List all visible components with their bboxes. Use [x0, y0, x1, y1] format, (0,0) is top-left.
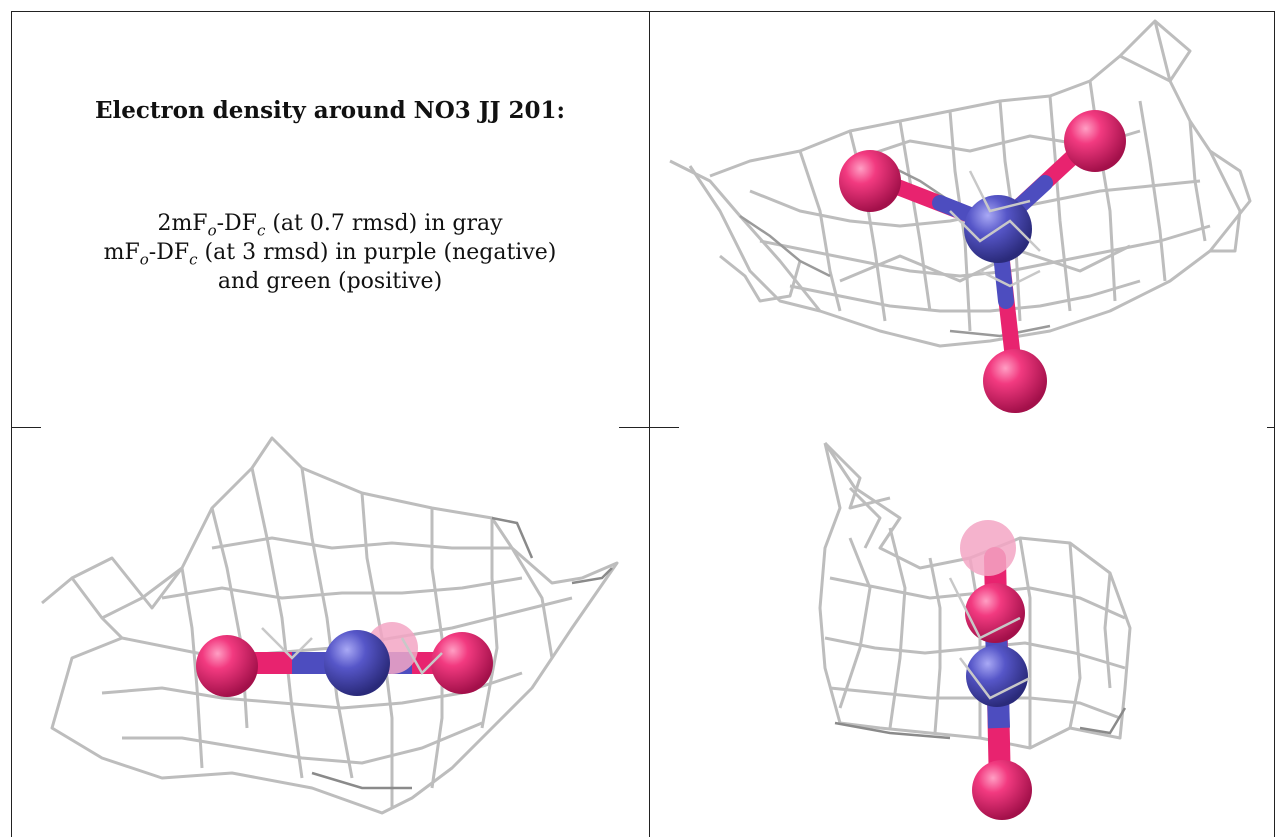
figure-table: Electron density around NO3 JJ 201: 2mFo… — [11, 11, 1275, 837]
oxygen-atom-left — [196, 635, 258, 697]
caption-line-mfo: mFo-DFc (at 3 rmsd) in purple (negative) — [103, 240, 557, 269]
density-mesh-bottom-left — [41, 436, 619, 815]
oxygen-atom-1 — [839, 150, 901, 212]
border-row-divider-mid — [619, 427, 679, 428]
oxygen-atom-2 — [1064, 110, 1126, 172]
density-mesh-front-top-right — [949, 170, 1041, 288]
no3-model-bottom-left — [196, 622, 493, 697]
molecule-view-bottom-left — [12, 428, 649, 837]
molecule-view-top-right — [650, 11, 1274, 427]
caption-body: 2mFo-DFc (at 0.7 rmsd) in gray mFo-DFc (… — [11, 209, 649, 296]
border-top — [11, 11, 1275, 12]
caption-title: Electron density around NO3 JJ 201: — [94, 97, 566, 124]
oxygen-atom-top — [965, 583, 1025, 643]
border-row-divider-right — [1267, 427, 1275, 428]
density-mesh-shadow-bottom-right — [834, 707, 1127, 740]
oxygen-atom-3 — [983, 349, 1047, 413]
molecule-view-bottom-right — [650, 428, 1274, 837]
molecule-render-top-right — [669, 19, 1252, 413]
border-row-divider-left — [11, 427, 41, 428]
nitrogen-atom — [324, 630, 390, 696]
density-mesh-top-right — [669, 19, 1252, 348]
border-right — [1274, 11, 1275, 837]
no3-model-bottom-right — [960, 520, 1032, 820]
oxygen-atom-right — [431, 632, 493, 694]
caption-cell: Electron density around NO3 JJ 201: 2mFo… — [11, 11, 649, 428]
density-mesh-shadow-bottom-left — [311, 516, 613, 790]
caption-line-2mfo: 2mFo-DFc (at 0.7 rmsd) in gray — [157, 211, 503, 240]
density-mesh-front-bottom-left — [261, 627, 443, 676]
border-left — [11, 11, 12, 837]
density-mesh-front-bottom-right — [948, 577, 1031, 700]
no3-model-top-right — [839, 110, 1126, 413]
oxygen-atom-back — [960, 520, 1016, 576]
nitrogen-atom — [966, 645, 1028, 707]
oxygen-atom-bottom — [972, 760, 1032, 820]
border-middle — [649, 11, 650, 837]
molecule-render-bottom-left — [41, 436, 619, 815]
caption-line-green: and green (positive) — [217, 269, 443, 294]
molecule-render-bottom-right — [818, 441, 1132, 820]
